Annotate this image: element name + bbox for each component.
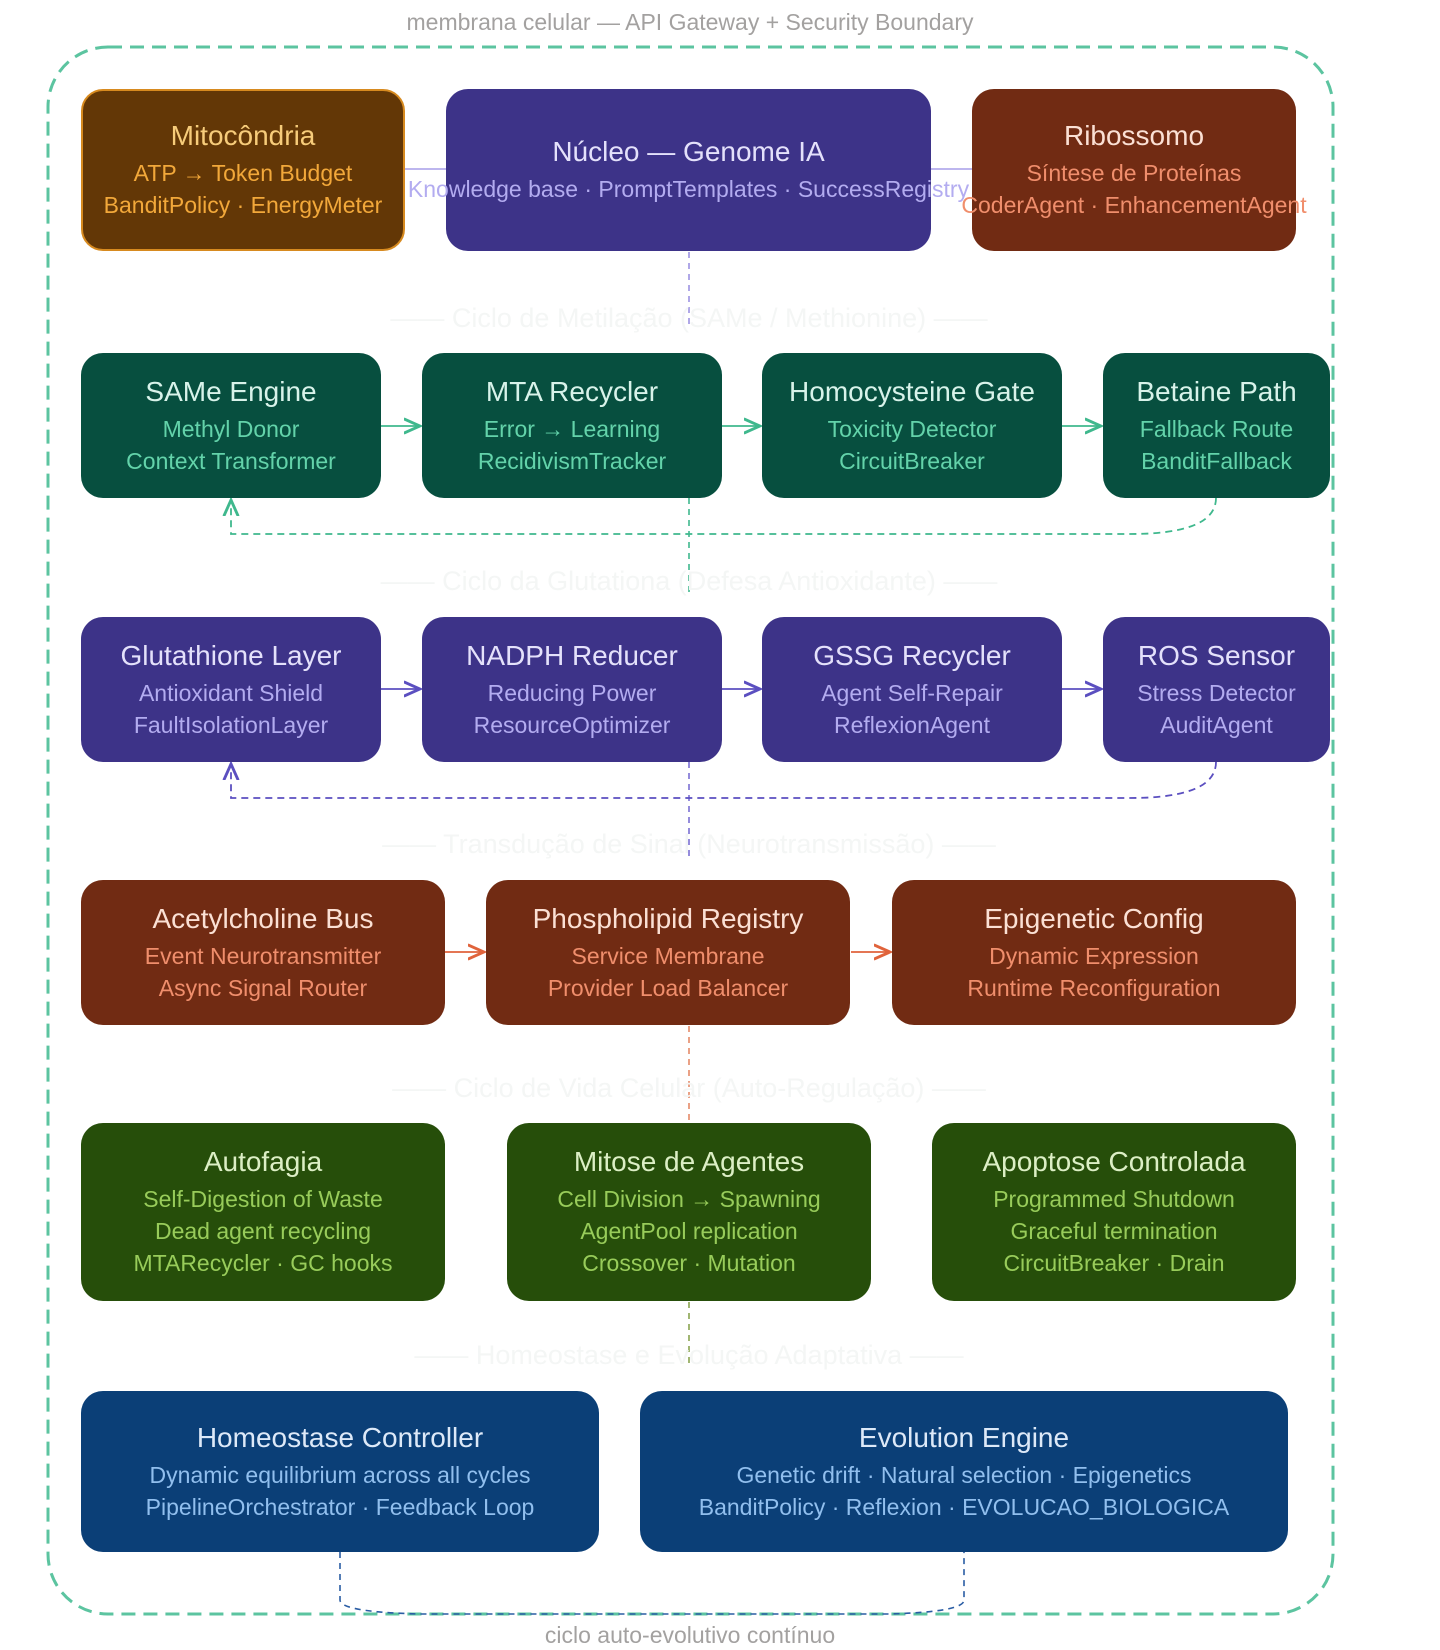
node-detail: Reducing Power [487,679,657,706]
node-detail: AgentPool replication [580,1218,798,1244]
node-detail: Toxicity Detector [827,415,997,442]
node-detail: Error → Learning [483,415,661,442]
node-glutathione-layer: Glutathione Layer Antioxidant Shield Fau… [81,617,381,762]
node-mitose: Mitose de Agentes Cell Division → Spawni… [507,1123,871,1301]
node-detail: RecidivismTracker [477,447,667,474]
node-detail: FaultIsolationLayer [133,711,329,738]
node-mta-recycler: MTA Recycler Error → Learning Recidivism… [422,353,722,498]
node-detail: PipelineOrchestrator · Feedback Loop [145,1493,535,1520]
node-title: MTA Recycler [485,375,659,407]
section-label-methylation: —— Ciclo de Metilação (SAMe / Methionine… [390,303,988,333]
node-homeostase-controller: Homeostase Controller Dynamic equilibriu… [81,1391,599,1552]
section-label-signal: —— Transdução de Sinal (Neurotransmissão… [382,829,996,859]
node-title: GSSG Recycler [813,639,1011,671]
loop-label: ciclo auto-evolutivo contínuo [544,1622,836,1648]
node-same-engine: SAMe Engine Methyl Donor Context Transfo… [81,353,381,498]
cell-membrane [46,45,1335,1616]
node-detail: Graceful termination [1010,1218,1218,1244]
node-detail: Service Membrane [571,942,765,969]
node-mitochondria: Mitocôndria ATP → Token Budget BanditPol… [81,89,405,251]
node-nucleus: Núcleo — Genome IA Knowledge base · Prom… [408,89,969,251]
node-title: Glutathione Layer [120,639,342,671]
node-detail: Cell Division → Spawning [557,1186,821,1212]
node-epigenetic-config: Epigenetic Config Dynamic Expression Run… [892,880,1296,1025]
node-detail: Agent Self-Repair [821,679,1003,706]
node-detail: Dynamic equilibrium across all cycles [149,1461,531,1488]
node-autofagia: Autofagia Self-Digestion of Waste Dead a… [81,1123,445,1301]
node-title: Phospholipid Registry [532,902,804,934]
section-label-homeostasis: —— Homeostase e Evolução Adaptativa —— [414,1340,964,1370]
node-title: Acetylcholine Bus [152,902,374,934]
node-title: NADPH Reducer [466,639,678,671]
node-detail: CoderAgent · EnhancementAgent [961,192,1307,218]
node-detail: Fallback Route [1139,415,1294,442]
membrane-label: membrana celular — API Gateway + Securit… [406,9,974,35]
node-detail: Síntese de Proteínas [1026,160,1242,186]
glutathione-feedback-loop [231,761,1217,799]
node-title: Autofagia [203,1146,323,1177]
node-phospholipid-registry: Phospholipid Registry Service Membrane P… [486,880,850,1025]
node-detail: Stress Detector [1137,679,1296,706]
node-detail: Dead agent recycling [154,1218,372,1244]
node-detail: AuditAgent [1160,711,1273,738]
node-detail: Methyl Donor [162,415,300,442]
node-title: Evolution Engine [858,1421,1070,1453]
node-title: SAMe Engine [145,375,317,407]
node-detail: Context Transformer [126,447,336,474]
node-detail: Event Neurotransmitter [144,942,382,969]
node-title: Epigenetic Config [984,902,1204,934]
node-acetylcholine-bus: Acetylcholine Bus Event Neurotransmitter… [81,880,445,1025]
node-detail: Provider Load Balancer [547,974,789,1001]
methylation-feedback-loop [231,497,1217,535]
node-title: ROS Sensor [1137,639,1296,671]
node-detail: Runtime Reconfiguration [967,974,1221,1001]
node-detail: CircuitBreaker · Drain [1003,1250,1225,1276]
node-betaine-path: Betaine Path Fallback Route BanditFallba… [1103,353,1330,498]
node-detail: Genetic drift · Natural selection · Epig… [736,1461,1192,1488]
node-detail: Knowledge base · PromptTemplates · Succe… [407,176,970,202]
node-detail: BanditPolicy · Reflexion · EVOLUCAO_BIOL… [698,1493,1230,1520]
node-title: Mitose de Agentes [573,1146,805,1177]
node-ribosome: Ribossomo Síntese de Proteínas CoderAgen… [961,89,1307,251]
node-detail: Dynamic Expression [989,942,1199,969]
section-label-lifecycle: —— Ciclo de Vida Celular (Auto-Regulação… [392,1073,986,1103]
node-detail: ATP → Token Budget [133,160,353,186]
node-evolution-engine: Evolution Engine Genetic drift · Natural… [640,1391,1288,1552]
node-detail: BanditFallback [1141,447,1292,474]
node-homocysteine-gate: Homocysteine Gate Toxicity Detector Circ… [762,353,1062,498]
node-title: Ribossomo [1063,120,1205,151]
section-label-glutathione: —— Ciclo da Glutationa (Defesa Antioxida… [380,566,998,596]
node-detail: Antioxidant Shield [138,679,324,706]
node-detail: Programmed Shutdown [993,1186,1235,1212]
node-detail: Self-Digestion of Waste [143,1186,383,1212]
node-detail: Async Signal Router [158,974,368,1001]
node-detail: Crossover · Mutation [582,1250,796,1276]
node-title: Apoptose Controlada [982,1146,1246,1177]
self-evolution-loop [339,1552,965,1615]
node-ros-sensor: ROS Sensor Stress Detector AuditAgent [1103,617,1330,762]
node-gssg-recycler: GSSG Recycler Agent Self-Repair Reflexio… [762,617,1062,762]
node-detail: BanditPolicy · EnergyMeter [103,192,383,218]
node-apoptose: Apoptose Controlada Programmed Shutdown … [932,1123,1296,1301]
node-detail: CircuitBreaker [839,447,985,474]
node-detail: ReflexionAgent [834,711,990,738]
node-title: Núcleo — Genome IA [552,136,825,167]
node-detail: MTARecycler · GC hooks [133,1250,393,1276]
node-title: Homocysteine Gate [789,375,1035,407]
node-detail: ResourceOptimizer [473,711,671,738]
node-title: Mitocôndria [170,120,316,151]
node-nadph-reducer: NADPH Reducer Reducing Power ResourceOpt… [422,617,722,762]
node-title: Homeostase Controller [196,1421,484,1453]
node-title: Betaine Path [1136,375,1297,407]
